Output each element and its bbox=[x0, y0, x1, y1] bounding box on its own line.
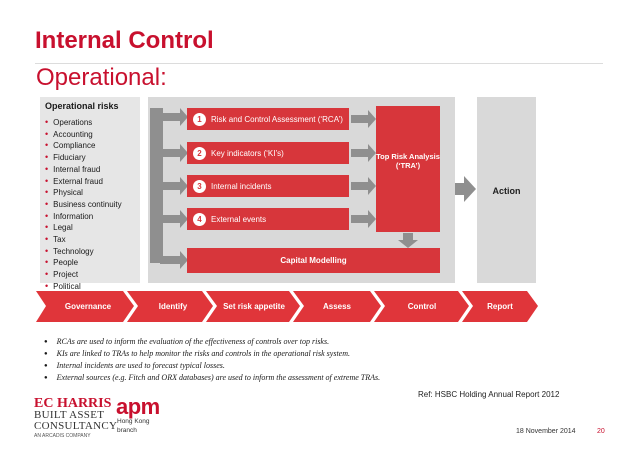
slide-subtitle: Operational: bbox=[36, 64, 167, 91]
step-label: Risk and Control Assessment (‘RCA’) bbox=[211, 114, 343, 124]
ec-harris-logo-name: EC HARRIS bbox=[34, 396, 112, 411]
step-label: Key indicators (‘KI’s) bbox=[211, 148, 284, 158]
process-chevron-3 bbox=[206, 291, 300, 322]
step-number-badge: 3 bbox=[193, 179, 206, 193]
apm-logo: apm bbox=[116, 394, 160, 419]
risk-item: External fraud bbox=[45, 176, 122, 188]
ec-harris-logo-line2: CONSULTANCY bbox=[34, 420, 118, 432]
arrow-to-step1 bbox=[160, 108, 188, 126]
arrow-step4-tra bbox=[351, 210, 376, 228]
process-label-control: Control bbox=[407, 301, 437, 311]
step-box-external-events: 4 External events bbox=[187, 208, 349, 230]
step-box-internal-incidents: 3 Internal incidents bbox=[187, 175, 349, 197]
process-chevron-2 bbox=[127, 291, 213, 322]
risk-item: Accounting bbox=[45, 129, 122, 141]
step-number-badge: 4 bbox=[193, 212, 206, 226]
note-item: Internal incidents are used to forecast … bbox=[44, 360, 380, 372]
process-chevron-4 bbox=[293, 291, 381, 322]
notes-list: RCAs are used to inform the evaluation o… bbox=[44, 336, 381, 384]
step-number-badge: 2 bbox=[193, 146, 206, 160]
arrow-step3-tra bbox=[351, 177, 376, 195]
process-chevron-6 bbox=[462, 291, 538, 322]
risk-item: Tax bbox=[45, 234, 122, 246]
footer-date: 18 November 2014 bbox=[516, 428, 576, 435]
operational-risks-title: Operational risks bbox=[45, 101, 119, 111]
risk-item: Information bbox=[45, 211, 122, 223]
step-label: External events bbox=[211, 214, 267, 224]
step-box-key-indicators: 2 Key indicators (‘KI’s) bbox=[187, 142, 349, 164]
top-risk-analysis-box: Top Risk Analysis (‘TRA’) bbox=[376, 106, 440, 232]
risk-item: Internal fraud bbox=[45, 164, 122, 176]
arrow-to-step3 bbox=[160, 177, 188, 195]
risk-item: Project bbox=[45, 269, 122, 281]
risk-item: People bbox=[45, 257, 122, 269]
title-divider bbox=[35, 63, 603, 64]
note-item: External sources (e.g. Fitch and ORX dat… bbox=[44, 372, 381, 384]
risk-item: Fiduciary bbox=[45, 152, 122, 164]
risk-item: Political bbox=[45, 281, 122, 293]
tra-label: Top Risk Analysis (‘TRA’) bbox=[376, 152, 440, 170]
process-label-assess: Assess bbox=[322, 301, 352, 311]
arrow-to-step2 bbox=[160, 144, 188, 162]
operational-risks-list: OperationsAccountingComplianceFiduciaryI… bbox=[45, 117, 122, 293]
step-number-badge: 1 bbox=[193, 112, 206, 126]
risk-item: Technology bbox=[45, 246, 122, 258]
process-label-risk-appetite: Set risk appetite bbox=[223, 301, 285, 311]
process-chevron-5 bbox=[374, 291, 469, 322]
capital-modelling-box: Capital Modelling bbox=[187, 248, 440, 273]
arcadis-tagline: AN ARCADIS COMPANY bbox=[34, 433, 91, 439]
process-label-identify: Identify bbox=[158, 301, 188, 311]
note-item: KIs are linked to TRAs to help monitor t… bbox=[44, 348, 380, 360]
action-label: Action bbox=[492, 186, 521, 196]
process-label-governance: Governance bbox=[64, 301, 112, 311]
arrow-step1-tra bbox=[351, 110, 376, 128]
ec-harris-logo-line1: BUILT ASSET bbox=[34, 409, 105, 421]
apm-branch-line1: Hong Kong bbox=[117, 418, 150, 425]
step-label: Internal incidents bbox=[211, 181, 272, 191]
arrow-step2-tra bbox=[351, 144, 376, 162]
risk-item: Business continuity bbox=[45, 199, 121, 211]
reference-note: Ref: HSBC Holding Annual Report 2012 bbox=[418, 390, 560, 399]
risk-item: Legal bbox=[45, 222, 122, 234]
step-box-rca: 1 Risk and Control Assessment (‘RCA’) bbox=[187, 108, 349, 130]
feeder-bar bbox=[150, 108, 163, 263]
risk-item: Physical bbox=[45, 187, 122, 199]
process-chevron-1 bbox=[36, 291, 134, 322]
process-label-report: Report bbox=[487, 301, 513, 311]
action-panel bbox=[477, 97, 536, 283]
arrow-to-action bbox=[455, 176, 476, 202]
arrow-tra-capital bbox=[398, 233, 418, 248]
note-item: RCAs are used to inform the evaluation o… bbox=[44, 336, 380, 348]
arrow-to-step4 bbox=[160, 210, 188, 228]
page-number: 20 bbox=[597, 428, 605, 435]
risk-item: Compliance bbox=[45, 140, 122, 152]
risk-item: Operations bbox=[45, 117, 122, 129]
arrow-to-capital bbox=[160, 251, 188, 269]
slide-title: Internal Control bbox=[35, 27, 214, 54]
apm-branch-line2: branch bbox=[117, 427, 137, 434]
